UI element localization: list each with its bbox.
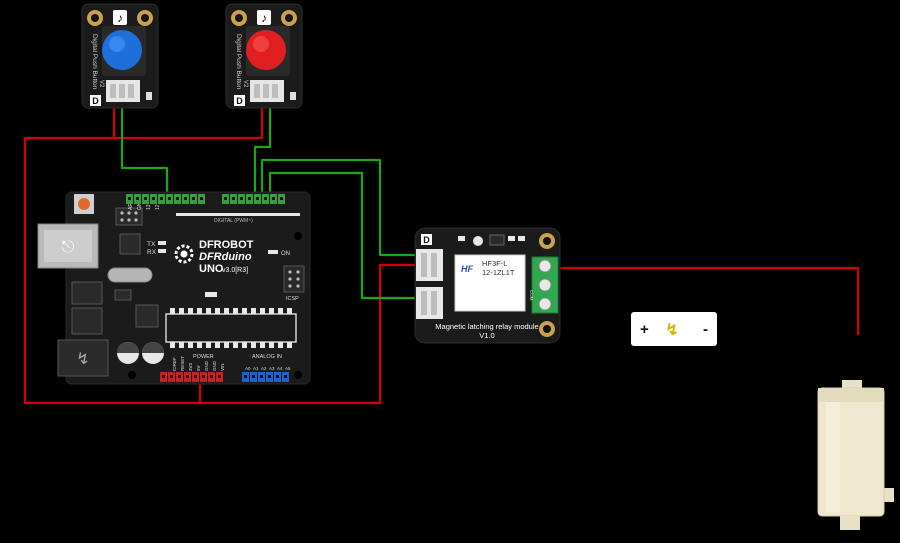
chip-pins xyxy=(170,308,292,348)
gnd-label: GND xyxy=(137,199,143,211)
tx-label: TX xyxy=(147,241,156,248)
screw-icon xyxy=(538,278,552,292)
analog-pin-labels: A0 A1 A2 A3 A4 A5 xyxy=(245,366,291,371)
wire-ground-return xyxy=(200,263,415,405)
lightning-icon: ↯ xyxy=(665,322,678,339)
rx-label: RX xyxy=(147,249,157,256)
svg-text:A3: A3 xyxy=(269,366,275,371)
led-indicator xyxy=(473,236,483,246)
relay-module-version: V1.0 xyxy=(479,331,494,340)
relay-input-connector-2[interactable] xyxy=(416,287,443,319)
wire-red-button-vcc xyxy=(114,108,264,140)
svg-text:A2: A2 xyxy=(261,366,267,371)
svg-text:GND: GND xyxy=(204,360,209,371)
svg-text:A0: A0 xyxy=(245,366,251,371)
hf-logo: HF xyxy=(461,264,473,274)
analog-label: ANALOG IN xyxy=(252,354,282,360)
music-note-icon xyxy=(257,10,271,25)
com-label: COM xyxy=(529,290,534,301)
usb-chip xyxy=(119,233,141,255)
battery-minus-label: - xyxy=(703,321,708,338)
push-button-module-blue: ♪ Digital Push Button V2 D xyxy=(81,3,159,109)
crystal xyxy=(107,267,153,283)
svg-text:A5: A5 xyxy=(285,366,291,371)
icsp-label: ICSP xyxy=(286,296,299,302)
wire-blue-button-signal xyxy=(120,108,169,195)
mount-hole-icon xyxy=(294,232,302,240)
usb-icon: ⎋ xyxy=(62,239,75,256)
power-header[interactable] xyxy=(160,372,223,382)
power-label: POWER xyxy=(193,354,214,360)
wire-red-button-signal xyxy=(253,108,272,195)
button-label: Digital Push Button xyxy=(91,34,98,90)
music-note-icon xyxy=(113,10,127,25)
svg-text:♪: ♪ xyxy=(117,11,123,25)
push-button-module-red: ♪ Digital Push Button V2 D xyxy=(225,3,303,109)
power-pin-labels: IOREF RESET 3V3 5V GND GND VIN xyxy=(172,356,225,371)
relay-module-name: Magnetic latching relay module xyxy=(435,322,538,331)
lightning-icon: ↯ xyxy=(76,351,89,368)
on-label: ON xyxy=(281,251,290,257)
svg-text:IOREF: IOREF xyxy=(172,357,177,371)
svg-text:VIN: VIN xyxy=(220,363,225,371)
relay-part-number: HF3F-L xyxy=(482,259,507,268)
svg-text:A1: A1 xyxy=(253,366,259,371)
pump-motor xyxy=(817,380,894,530)
button-pin-label: D xyxy=(92,96,99,106)
digital-label: DIGITAL (PWM~) xyxy=(214,218,253,224)
arduino-board: ⎋ TX RX ↯ DFROBOT DFRduino xyxy=(37,191,311,385)
screw-icon xyxy=(538,297,552,311)
microcontroller-chip xyxy=(165,313,297,343)
analog-header[interactable] xyxy=(242,372,289,382)
digital-header-left[interactable] xyxy=(126,194,205,204)
relay-part-code: 12-1ZL1T xyxy=(482,268,515,277)
wire-relay-to-load xyxy=(560,266,860,335)
svg-text:A4: A4 xyxy=(277,366,283,371)
mount-hole-icon xyxy=(294,371,302,379)
icsp-header xyxy=(283,265,305,293)
digital-header-right[interactable] xyxy=(222,194,285,204)
svg-text:RESET: RESET xyxy=(180,356,185,371)
relay-module: D HF HF3F-L 12-1ZL1T COM Magnetic latchi… xyxy=(414,227,561,344)
dc-jack xyxy=(57,339,109,377)
svg-text:♪: ♪ xyxy=(261,11,267,25)
screw-icon xyxy=(538,259,552,273)
relay-input-connector-1[interactable] xyxy=(416,249,443,281)
relay-pin-label: D xyxy=(423,235,430,245)
svg-text:3V3: 3V3 xyxy=(188,362,193,371)
dfrobot-logo-icon xyxy=(174,244,194,264)
button-label: Digital Push Button xyxy=(235,34,242,90)
battery: + ↯ - xyxy=(631,312,717,346)
relay-body xyxy=(454,254,526,312)
pin-12-label: 12 xyxy=(155,204,161,210)
brand-label: DFROBOT xyxy=(199,239,254,251)
version-label: v3.0[R3] xyxy=(222,267,248,274)
battery-body xyxy=(631,312,717,346)
button-version: V2 xyxy=(242,80,248,88)
wire-blue-button-vcc xyxy=(23,108,200,405)
model-label: DFRduino xyxy=(199,251,252,263)
wires xyxy=(23,108,860,405)
wire-relay-signal-b xyxy=(268,171,415,300)
mount-hole-icon xyxy=(128,371,136,379)
svg-text:GND: GND xyxy=(212,360,217,371)
uno-label: UNO xyxy=(199,263,224,275)
wire-relay-signal-a xyxy=(260,158,415,257)
svg-text:5V: 5V xyxy=(196,365,201,371)
button-pin-label: D xyxy=(236,96,243,106)
pin-13-label: 13 xyxy=(146,204,152,210)
button-version: V2 xyxy=(98,80,104,88)
battery-plus-label: + xyxy=(640,321,649,338)
